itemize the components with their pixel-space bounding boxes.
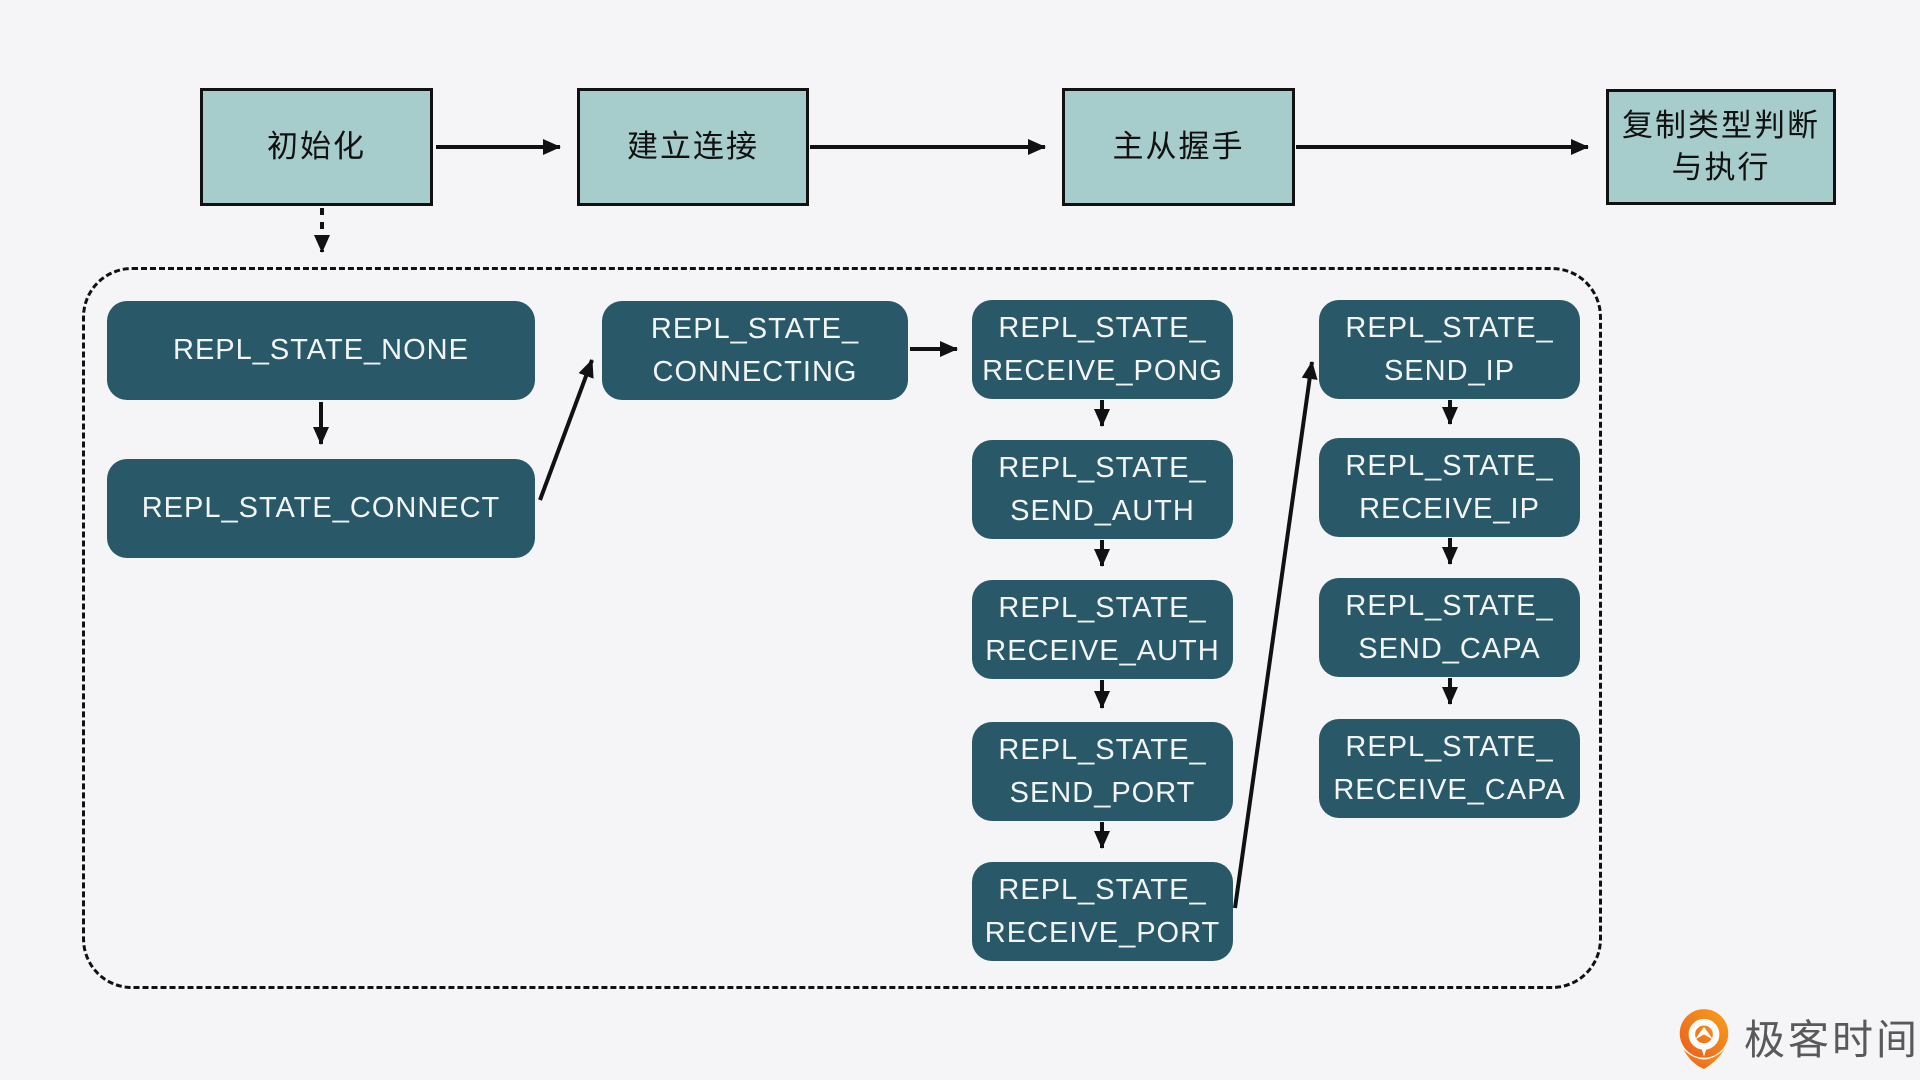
state-repl-state-receive-port: REPL_STATE_ RECEIVE_PORT: [972, 862, 1233, 961]
state-repl-state-none: REPL_STATE_NONE: [107, 301, 535, 400]
state-label: REPL_STATE_: [998, 874, 1207, 907]
flow-step-repl-type-line1: 复制类型判断: [1622, 108, 1820, 144]
state-repl-state-connecting: REPL_STATE_ CONNECTING: [602, 301, 908, 400]
state-label: REPL_STATE_: [1345, 590, 1554, 623]
state-label: SEND_AUTH: [1010, 494, 1195, 527]
state-label: REPL_STATE_: [998, 312, 1207, 345]
state-repl-state-receive-auth: REPL_STATE_ RECEIVE_AUTH: [972, 580, 1233, 679]
state-label: CONNECTING: [652, 355, 858, 388]
state-repl-state-send-capa: REPL_STATE_ SEND_CAPA: [1319, 578, 1580, 677]
state-label: REPL_STATE_: [1345, 450, 1554, 483]
flow-step-handshake: 主从握手: [1062, 88, 1295, 206]
geektime-logo-text: 极客时间: [1744, 1016, 1920, 1063]
geektime-logo: 极客时间: [1676, 1006, 1920, 1072]
state-machine-group: [82, 267, 1602, 989]
state-label: RECEIVE_PORT: [984, 916, 1221, 949]
state-label: REPL_STATE_CONNECT: [141, 492, 501, 525]
state-repl-state-send-ip: REPL_STATE_ SEND_IP: [1319, 300, 1580, 399]
state-repl-state-connect: REPL_STATE_CONNECT: [107, 459, 535, 558]
state-label: SEND_PORT: [1009, 776, 1196, 809]
state-label: RECEIVE_AUTH: [985, 634, 1220, 667]
flow-step-establish-connection-label: 建立连接: [627, 129, 759, 165]
state-label: REPL_STATE_NONE: [173, 334, 469, 367]
flow-step-handshake-label: 主从握手: [1112, 129, 1245, 165]
flow-step-repl-type: 复制类型判断 与执行: [1606, 89, 1836, 205]
state-label: REPL_STATE_: [998, 592, 1207, 625]
state-repl-state-send-auth: REPL_STATE_ SEND_AUTH: [972, 440, 1233, 539]
state-label: REPL_STATE_: [1345, 312, 1554, 345]
state-repl-state-receive-capa: REPL_STATE_ RECEIVE_CAPA: [1319, 719, 1580, 818]
state-repl-state-send-port: REPL_STATE_ SEND_PORT: [972, 722, 1233, 821]
state-label: REPL_STATE_: [650, 313, 860, 346]
state-repl-state-receive-pong: REPL_STATE_ RECEIVE_PONG: [972, 300, 1233, 399]
flow-step-init: 初始化: [200, 88, 433, 206]
state-label: REPL_STATE_: [1345, 731, 1554, 764]
state-label: SEND_CAPA: [1358, 632, 1541, 665]
state-label: RECEIVE_CAPA: [1333, 773, 1566, 806]
state-label: REPL_STATE_: [998, 452, 1207, 485]
state-label: RECEIVE_IP: [1359, 492, 1540, 525]
flow-step-establish-connection: 建立连接: [577, 88, 809, 206]
state-label: SEND_IP: [1383, 354, 1516, 387]
state-label: RECEIVE_PONG: [982, 354, 1223, 387]
flow-step-repl-type-line2: 与执行: [1671, 150, 1771, 185]
state-label: REPL_STATE_: [998, 734, 1207, 767]
flow-step-init-label: 初始化: [267, 129, 366, 165]
state-repl-state-receive-ip: REPL_STATE_ RECEIVE_IP: [1319, 438, 1580, 537]
geektime-logo-icon: [1679, 1009, 1729, 1069]
